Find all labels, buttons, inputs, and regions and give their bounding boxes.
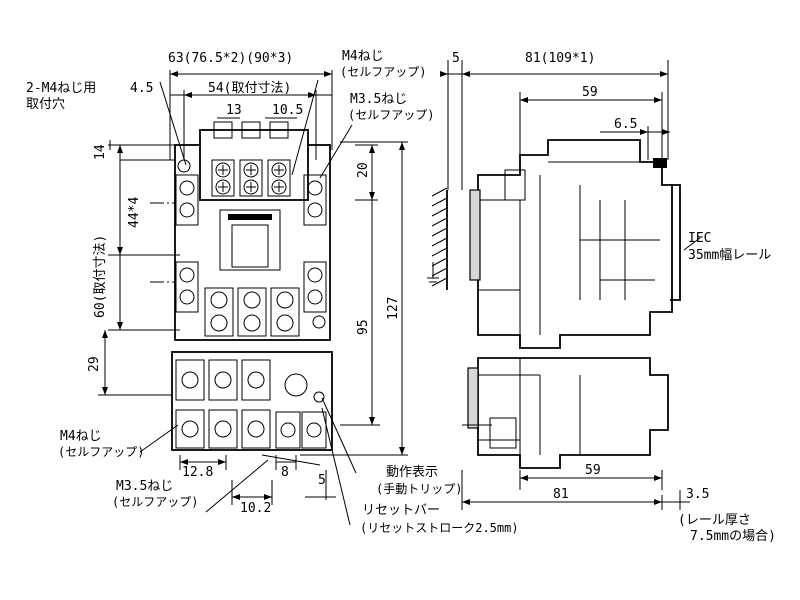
dim-bottom-pitch: 12.8 (182, 465, 213, 480)
dim-depth-lower-59: 59 (585, 463, 601, 478)
armature-window (219, 209, 281, 271)
label-mount-holes-1: 2-M4ねじ用 (26, 81, 96, 96)
dim-top-width: 63(76.5*2)(90*3) (168, 51, 293, 66)
reset-bar (313, 391, 325, 403)
dim-mount-height: 60(取付寸法) (93, 235, 108, 318)
label-reset-1: リセットバー (362, 503, 440, 518)
front-dimension-lines (98, 70, 408, 526)
top-terminals (211, 121, 291, 197)
dim-term-pitch-right: 10.5 (272, 103, 303, 118)
front-arrows (102, 71, 405, 500)
dim-mount-hole: 4.5 (130, 81, 153, 96)
dim-overload-height: 29 (87, 356, 102, 372)
label-m4-top-2: (セルフアップ) (340, 65, 426, 79)
dim-depth-lower-81: 81 (553, 487, 569, 502)
dim-term-pitch-top: 13 (226, 103, 242, 118)
left-aux-terminals (175, 159, 199, 313)
side-view: 5 81(109*1) 59 6.5 59 81 3.5 IEC 35mm幅レー… (427, 51, 776, 544)
lower-main-terminals (204, 287, 300, 337)
label-rail-note-1: (レール厚さ (678, 513, 751, 528)
label-indicator-2: (手動トリップ) (376, 482, 462, 496)
right-aux-terminals (303, 174, 327, 329)
dim-top-margin: 14 (93, 144, 108, 160)
label-m35-top-2: (セルフアップ) (348, 108, 434, 122)
din-rail (670, 184, 681, 301)
side-arrows (440, 71, 670, 505)
label-m4-left-1: M4ねじ (60, 429, 102, 444)
side-top-terminal (504, 169, 526, 201)
dim-depth: 81(109*1) (525, 51, 595, 66)
dim-gap: 5 (452, 51, 460, 66)
label-m4-top-1: M4ねじ (342, 49, 384, 64)
label-m4-left-2: (セルフアップ) (58, 445, 144, 459)
trip-indicator-dial (284, 373, 308, 397)
dim-bottom-small: 8 (281, 465, 289, 480)
dim-95: 95 (356, 319, 371, 335)
mount-hole-bottom (312, 315, 326, 329)
dim-mount-pitch: 54(取付寸法) (208, 81, 291, 96)
label-rail-note-2: 7.5mmの場合) (690, 529, 776, 544)
dim-rail-offset: 6.5 (614, 117, 637, 132)
dim-127: 127 (386, 297, 401, 320)
side-contactor-body (477, 139, 673, 349)
dim-bottom-5: 5 (318, 473, 326, 488)
front-view: 63(76.5*2)(90*3) 4.5 54(取付寸法) 13 10.5 14… (26, 49, 519, 535)
overload-terminals (175, 359, 327, 449)
dim-depth-upper: 59 (582, 85, 598, 100)
overload-relay-body (171, 351, 333, 451)
label-m35-bottom-2: (セルフアップ) (112, 495, 198, 509)
label-m35-bottom-1: M3.5ねじ (116, 479, 173, 494)
dim-bottom-offset: 10.2 (240, 501, 271, 516)
label-rail-1: IEC (688, 231, 711, 246)
label-indicator-1: 動作表示 (386, 465, 438, 480)
label-rail-2: 35mm幅レール (688, 248, 771, 263)
side-dimension-lines (440, 60, 701, 510)
label-m35-top-1: M3.5ねじ (350, 92, 407, 107)
label-reset-2: (リセットストローク2.5mm) (360, 521, 519, 535)
dim-20: 20 (356, 162, 371, 178)
side-overload-terminal (489, 417, 517, 449)
dim-rail-thickness: 3.5 (686, 487, 709, 502)
dim-aux-pitch: 44*4 (127, 197, 142, 228)
label-mount-holes-2: 取付穴 (26, 97, 65, 112)
